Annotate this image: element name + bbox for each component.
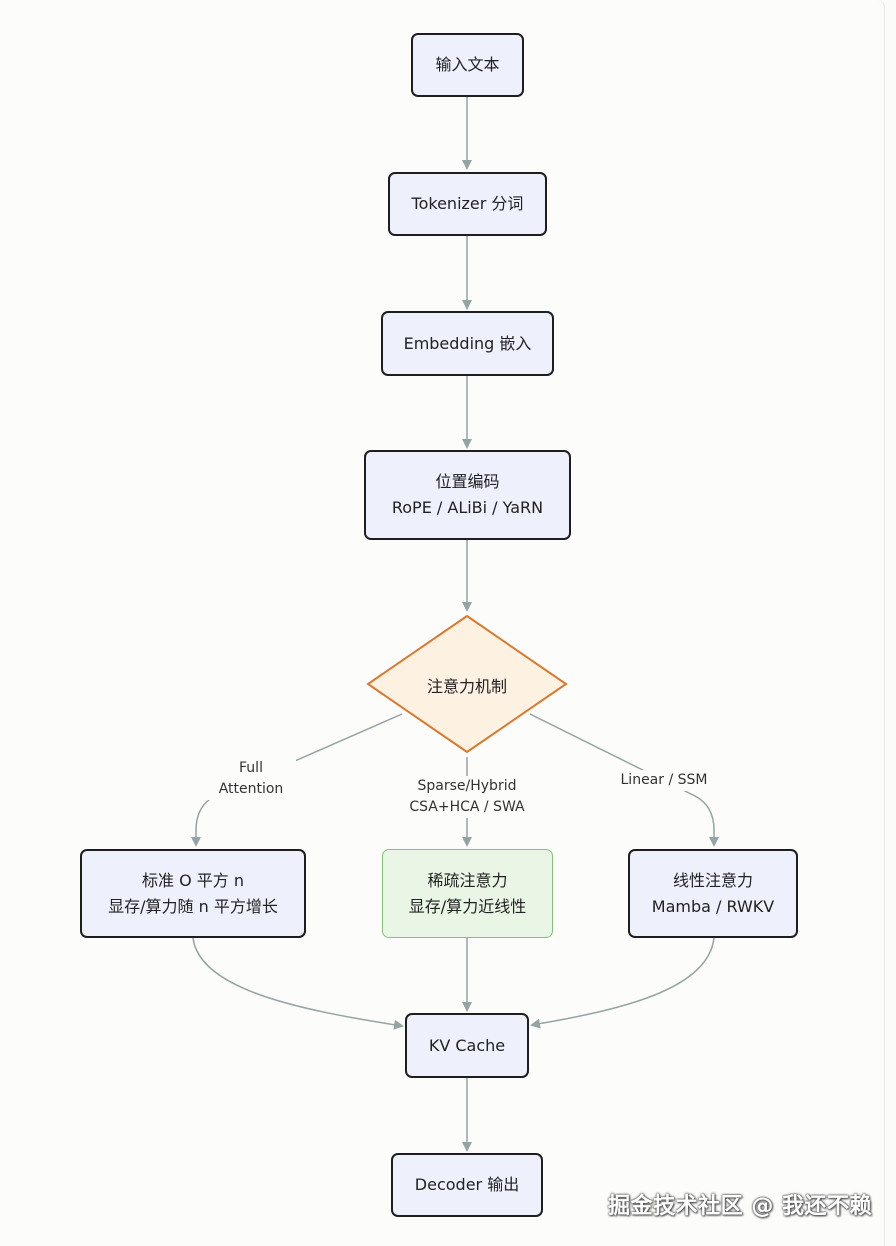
node-input: 输入文本 [411,33,524,97]
node-position-line1: 位置编码 [435,472,500,491]
node-tokenizer-label: Tokenizer 分词 [411,194,524,213]
edge-attention-linear [529,713,719,847]
node-position-encoding: 位置编码 RoPE / ALiBi / YaRN [364,450,571,540]
edge-full-kvcache [192,937,404,1030]
node-full-line2: 显存/算力随 n 平方增长 [108,896,278,916]
node-full-line1: 标准 O 平方 n [142,870,244,890]
node-full-attention: 标准 O 平方 n 显存/算力随 n 平方增长 [80,849,306,938]
node-linear-attention: 线性注意力 Mamba / RWKV [628,849,798,938]
node-decoder-label: Decoder 输出 [414,1175,520,1194]
node-embedding: Embedding 嵌入 [381,311,554,376]
node-tokenizer: Tokenizer 分词 [388,172,547,236]
attention-label: 注意力机制 [426,677,507,696]
edge-label-sparse-line1: Sparse/Hybrid [417,778,517,794]
node-linear-line1: 线性注意力 [672,870,753,890]
node-linear-line2: Mamba / RWKV [651,896,775,916]
node-sparse-line1: 稀疏注意力 [427,870,508,890]
node-position-line2: RoPE / ALiBi / YaRN [391,498,544,517]
watermark: 掘金技术社区 @ 我还不赖 [608,1194,872,1219]
edge-linear-kvcache [530,937,715,1029]
node-sparse-line2: 显存/算力近线性 [408,896,527,916]
node-kv-cache: KV Cache [405,1013,529,1078]
edge-label-sparse: Sparse/Hybrid CSA+HCA / SWA [402,776,532,818]
node-decoder-output: Decoder 输出 [391,1153,543,1217]
attention-diamond [366,614,568,754]
edge-label-full-line2: Attention [218,781,284,797]
node-embedding-label: Embedding 嵌入 [403,333,532,353]
edge-label-linear: Linear / SSM [612,770,716,791]
node-sparse-attention: 稀疏注意力 显存/算力近线性 [382,849,553,938]
node-input-label: 输入文本 [435,55,500,74]
edge-label-sparse-line2: CSA+HCA / SWA [409,799,525,815]
edge-label-full-line1: Full [239,760,263,776]
node-kvcache-label: KV Cache [428,1035,506,1055]
edge-label-full: Full Attention [206,758,296,800]
